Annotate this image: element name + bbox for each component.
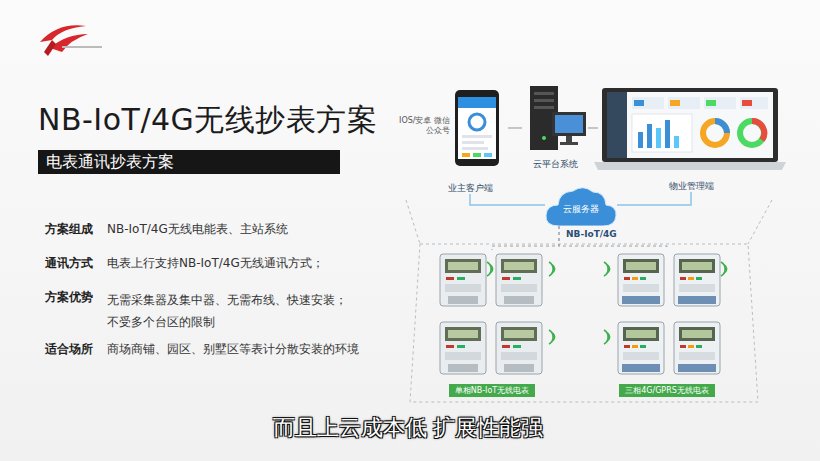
connector-group	[588, 128, 598, 129]
wireless-symbol	[549, 262, 555, 276]
wireless-symbol	[604, 262, 610, 276]
row-header: 适合场所	[45, 342, 93, 358]
region-guide	[748, 200, 772, 244]
row-text: 无需采集器及集中器、无需布线、快速安装； 不受多个台区的限制	[107, 290, 359, 333]
cloud-server: 云服务器	[545, 184, 617, 226]
node-label: 云平台系统	[533, 159, 578, 170]
connector	[492, 226, 559, 250]
laptop-illustration	[594, 88, 786, 170]
logo	[40, 25, 102, 56]
row-text: 电表上行支持NB-IoT/4G无线通讯方式；	[107, 256, 324, 272]
video-subtitle: 而且上云成本低 扩展性能强	[0, 413, 816, 443]
connector	[470, 194, 545, 205]
connector-group	[470, 194, 545, 205]
single-phase-meter	[496, 322, 542, 374]
meter-group: 三相4G/GPRS无线电表	[608, 250, 726, 398]
row-text: 商场商铺、园区、别墅区等表计分散安装的环境	[107, 342, 359, 358]
single-phase-meter	[440, 254, 486, 306]
slide-title: NB-IoT/4G无线抄表方案	[38, 100, 377, 141]
row-header: 方案优势	[45, 290, 93, 306]
connector	[559, 226, 667, 250]
connector	[508, 128, 522, 129]
property-terminal: 物业管理端	[598, 84, 784, 192]
wireless-symbol	[604, 330, 610, 344]
region-guide	[406, 200, 420, 244]
connector-group	[617, 192, 691, 205]
node-label: 物业管理端	[669, 181, 714, 192]
node-label: 云服务器	[563, 203, 599, 216]
three-phase-meter	[618, 254, 664, 306]
cloud-outline	[546, 188, 616, 226]
three-phase-meter	[618, 322, 664, 374]
connector-group	[492, 226, 559, 250]
three-phase-meter	[674, 254, 720, 306]
row-header: 通讯方式	[45, 256, 93, 272]
section-heading: 电表通讯抄表方案	[46, 152, 174, 171]
client-note: IOS/安卓 微信公众号	[398, 116, 450, 137]
connector	[617, 192, 691, 205]
three-phase-meter	[674, 322, 720, 374]
wireless-symbol	[487, 262, 493, 276]
section-bar: 电表通讯抄表方案	[38, 150, 340, 174]
server-illustration	[530, 86, 586, 150]
meter-group: 单相NB-IoT无线电表	[436, 250, 548, 398]
wireless-symbol	[549, 330, 555, 344]
network-label: NB-IoT/4G	[566, 229, 617, 241]
meter-type-band: 三相4G/GPRS无线电表	[619, 384, 715, 397]
phone-illustration	[455, 90, 499, 166]
meter-region	[410, 244, 758, 402]
node-label: 业主客户端	[448, 183, 493, 194]
cloud-platform: 云平台系统	[522, 82, 588, 170]
row-header: 方案组成	[45, 222, 93, 238]
connector-group	[559, 226, 667, 250]
wireless-symbol	[721, 262, 727, 276]
row-text: NB-IoT/4G无线电能表、主站系统	[107, 222, 288, 238]
owner-client: 业主客户端	[432, 86, 508, 194]
connector-group	[508, 128, 522, 129]
meter-type-band: 单相NB-IoT无线电表	[449, 384, 536, 397]
single-phase-meter	[440, 322, 486, 374]
connector	[588, 128, 598, 129]
single-phase-meter	[496, 254, 542, 306]
